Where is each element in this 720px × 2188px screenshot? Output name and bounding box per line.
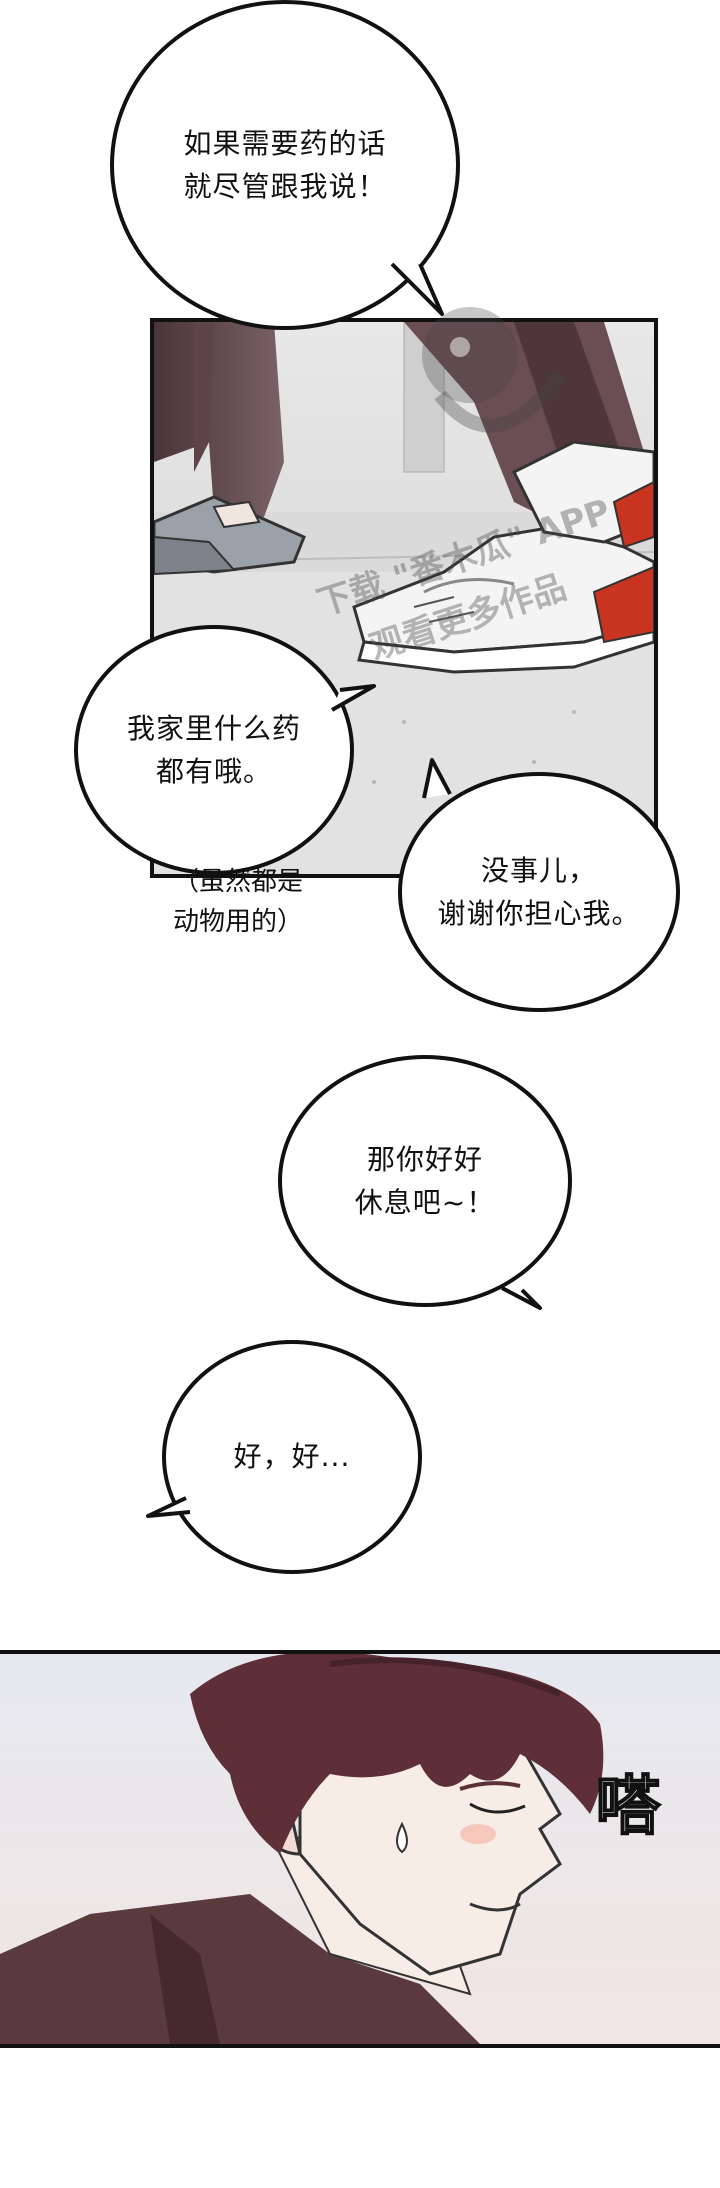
- speech-bubble-5: 好，好...: [162, 1340, 422, 1574]
- bubble-3-line-2: 谢谢你担心我。: [437, 897, 641, 930]
- speech-bubble-3: 没事儿， 谢谢你担心我。: [398, 772, 680, 1012]
- aside-note-line-1: （虽然都是: [172, 867, 303, 897]
- speech-bubble-4-tail: [501, 1286, 542, 1310]
- sfx-tap: 嗒: [595, 1769, 661, 1845]
- aside-note-line-2: 动物用的）: [172, 907, 303, 938]
- speech-bubble-1-tail: [390, 262, 444, 316]
- speech-bubble-2-tail: [331, 684, 376, 712]
- bubble-4-line-1: 那你好好: [366, 1142, 483, 1176]
- bubble-1-line-1: 如果需要药的话: [183, 126, 387, 160]
- speech-bubble-3-tail: [422, 758, 452, 799]
- comic-panel-face: [0, 1650, 720, 2048]
- character-illustration: [0, 1654, 720, 2044]
- speech-bubble-5-tail: [146, 1496, 191, 1518]
- bubble-5-line-1: 好，好...: [233, 1440, 351, 1474]
- speech-bubble-4: 那你好好 休息吧~！: [278, 1055, 572, 1307]
- watermark-logo: [400, 285, 590, 475]
- aside-note: （虽然都是 动物用的）: [138, 862, 338, 943]
- bubble-3-line-1: 没事儿，: [480, 853, 597, 887]
- papaya-logo-icon: [422, 307, 566, 433]
- bubble-2-line-1: 我家里什么药: [126, 711, 301, 745]
- speech-bubble-2: 我家里什么药 都有哦。: [74, 625, 354, 875]
- bubble-1-line-2: 就尽管跟我说！: [183, 170, 387, 203]
- bubble-4-line-2: 休息吧~！: [354, 1186, 496, 1219]
- bubble-2-line-2: 都有哦。: [155, 755, 272, 788]
